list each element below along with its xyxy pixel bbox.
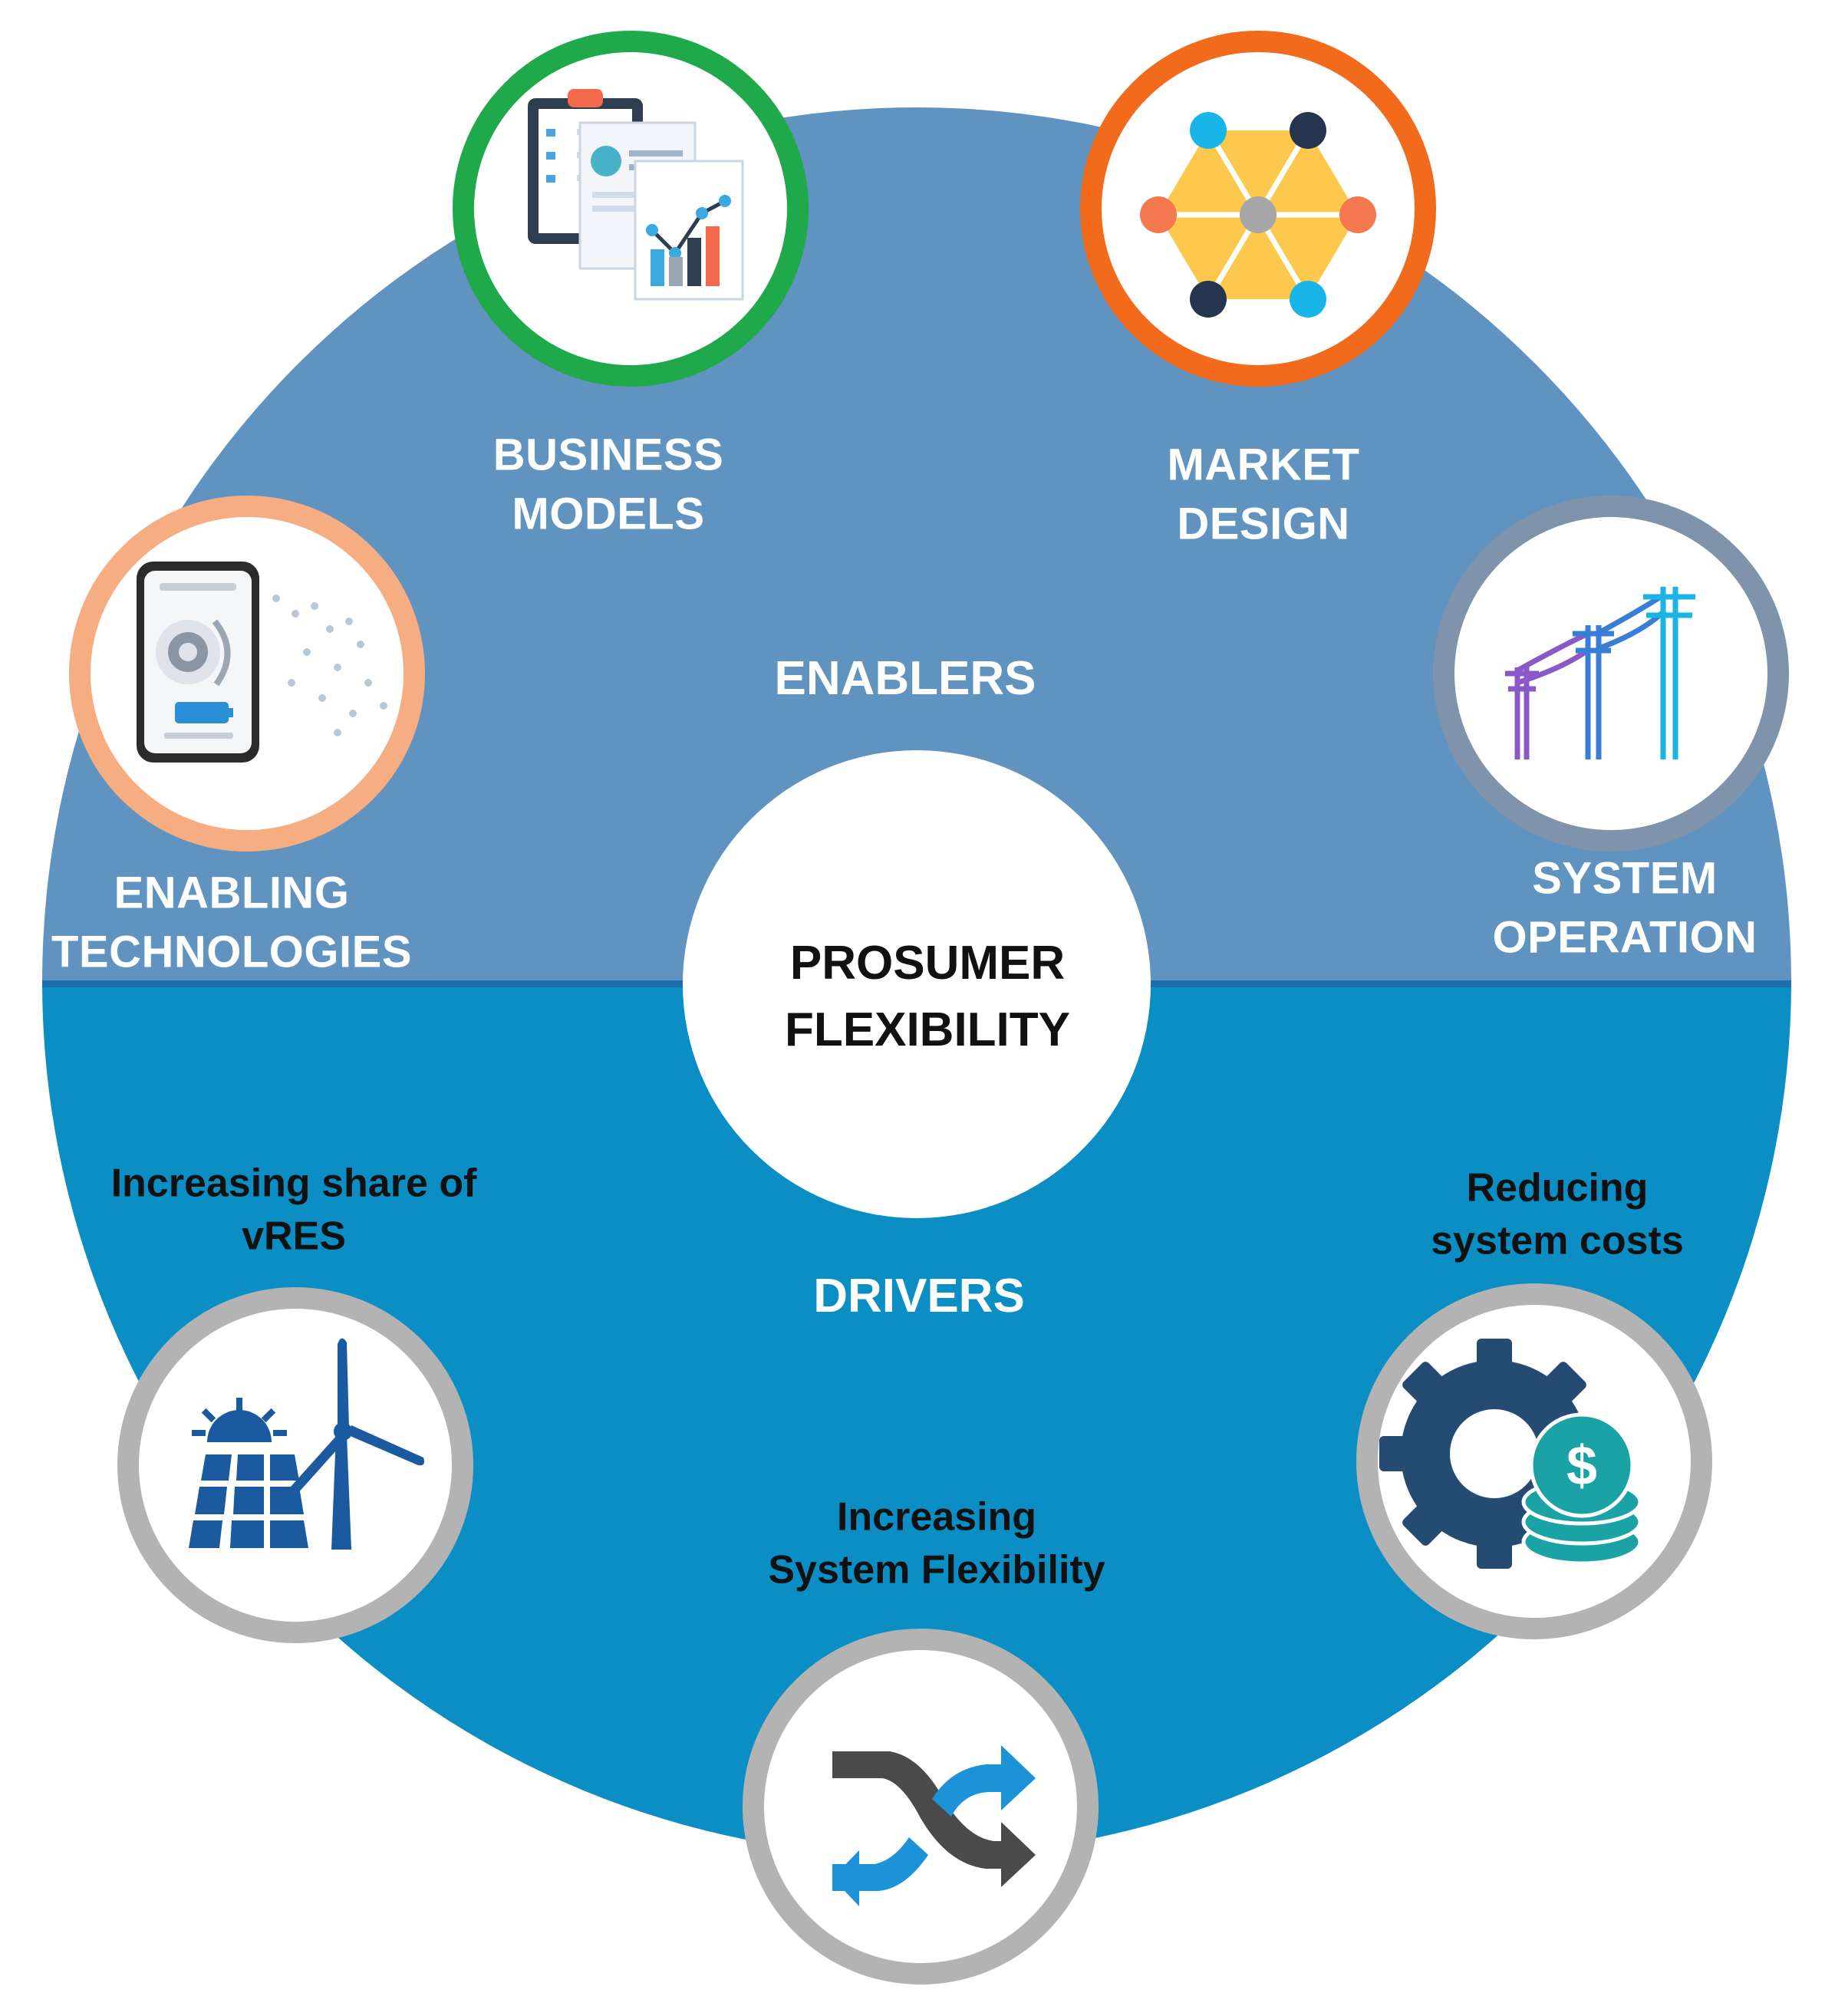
system-operation-label: SYSTEM OPERATION	[1492, 853, 1757, 962]
shuffle-arrows-icon	[832, 1745, 1036, 1906]
market-design-label: MARKET DESIGN	[1167, 440, 1360, 548]
svg-text:$: $	[1566, 1435, 1597, 1497]
market-design-node	[1080, 31, 1436, 387]
drivers-half	[42, 984, 1791, 1856]
system-operation-node	[1433, 496, 1789, 852]
system-flexibility-label: Increasing System Flexibility	[768, 1494, 1105, 1592]
enabling-technologies-label: ENABLING TECHNOLOGIES	[51, 868, 413, 977]
center-line-1: PROSUMER	[789, 937, 1066, 990]
gear-coins-icon: $	[1379, 1339, 1642, 1569]
smartphone-charging-icon	[137, 562, 387, 763]
business-models-label: BUSINESS MODELS	[492, 430, 724, 539]
enablers-section-label: ENABLERS	[774, 652, 1036, 706]
solar-wind-icon	[189, 1338, 425, 1550]
center-label: PROSUMER FLEXIBILITY	[785, 931, 1070, 1064]
report-chart-icon	[528, 89, 744, 301]
vres-node	[117, 1287, 473, 1643]
business-models-node	[453, 31, 809, 387]
center-line-2: FLEXIBILITY	[785, 1003, 1070, 1056]
enabling-technologies-node	[69, 496, 425, 852]
system-costs-label: Reducing system costs	[1431, 1165, 1684, 1263]
system-flexibility-node	[743, 1629, 1099, 1985]
vres-label: Increasing share of vRES	[110, 1161, 477, 1258]
drivers-section-label: DRIVERS	[813, 1270, 1025, 1323]
hexagon-network-icon	[1140, 112, 1376, 318]
system-costs-node: $	[1356, 1283, 1712, 1639]
center-circle	[683, 750, 1151, 1218]
power-poles-icon	[1505, 587, 1695, 759]
